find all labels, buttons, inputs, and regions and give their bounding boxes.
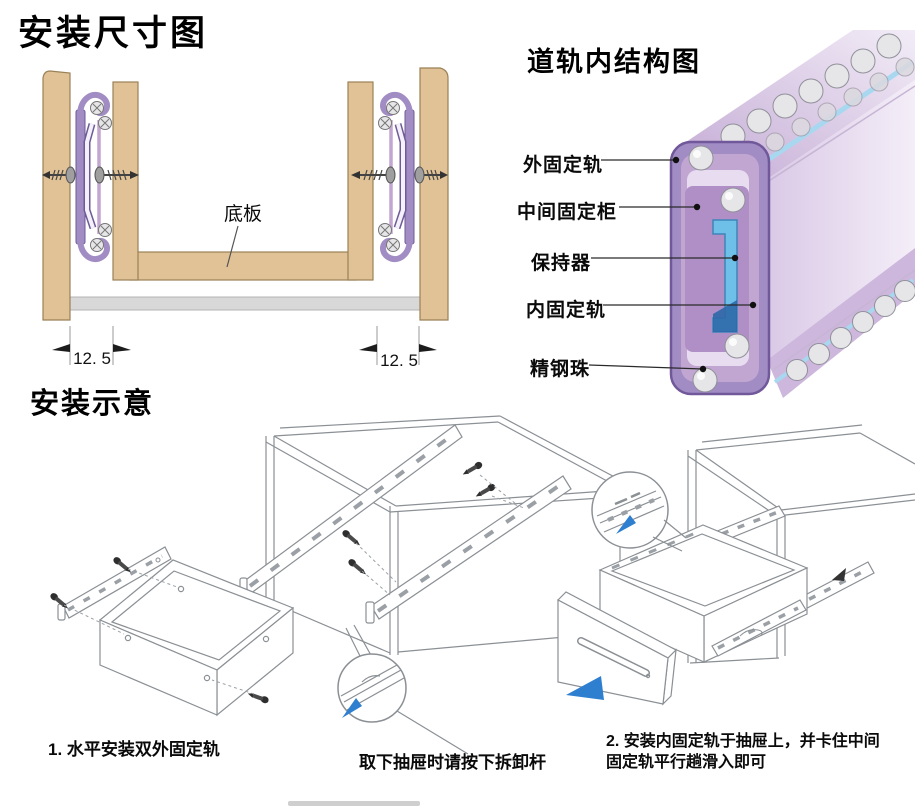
dimension-diagram-title: 安装尺寸图 bbox=[18, 14, 209, 53]
label-steel-ball: 精钢珠 bbox=[530, 359, 591, 380]
step2-caption: 2. 安装内固定轨于抽屉上，并卡住中间 固定轨平行趟滑入即可 bbox=[606, 731, 880, 773]
steel-ball-icon bbox=[90, 101, 112, 252]
slide-direction-arrow bbox=[566, 676, 604, 700]
magnifier-release-lever bbox=[337, 624, 469, 755]
inner-rail-floating bbox=[57, 546, 172, 621]
cabinet-side-right bbox=[419, 67, 449, 321]
screw-icon bbox=[42, 166, 76, 184]
release-lever-arrow bbox=[616, 515, 636, 534]
base-strip bbox=[69, 296, 421, 311]
structure-diagram-title: 道轨内结构图 bbox=[527, 47, 701, 77]
rail-cut-face bbox=[669, 140, 771, 396]
dimension-diagram: 底板 12. 5 12. 5 bbox=[42, 67, 460, 370]
step2-caption-line1: 2. 安装内固定轨于抽屉上，并卡住中间 bbox=[606, 733, 880, 750]
step1-caption: 1. 水平安装双外固定轨 bbox=[48, 740, 220, 759]
dimension-right: 12. 5 bbox=[359, 326, 437, 370]
step2-caption-line2: 固定轨平行趟滑入即可 bbox=[606, 754, 767, 771]
dimension-left: 12. 5 bbox=[52, 326, 131, 368]
lever-caption: 取下抽屉时请按下拆卸杆 bbox=[359, 753, 546, 772]
cropped-text-remnant bbox=[288, 801, 420, 806]
dim-value-right: 12. 5 bbox=[380, 351, 418, 370]
drawer-side-left bbox=[112, 81, 139, 281]
dim-value-left: 12. 5 bbox=[73, 349, 111, 368]
install-illustrations bbox=[48, 415, 915, 755]
install-diagram-title: 安装示意 bbox=[30, 388, 155, 420]
screw-guides bbox=[355, 474, 525, 596]
screw-icon bbox=[94, 166, 139, 184]
leader-lines bbox=[588, 159, 753, 370]
label-middle-fixed-rail: 中间固定柜 bbox=[517, 202, 618, 223]
small-arrow-icon bbox=[832, 568, 846, 581]
screw-icon bbox=[246, 690, 270, 705]
screw-icon bbox=[346, 557, 369, 577]
screw-icon bbox=[340, 528, 363, 548]
drawer-handle bbox=[577, 637, 651, 679]
steel-ball-row-top bbox=[720, 33, 915, 152]
cabinet-side-left bbox=[42, 70, 71, 321]
magnifier-rail-engagement bbox=[591, 471, 687, 552]
drawer-right bbox=[557, 524, 809, 706]
bottom-board bbox=[129, 251, 357, 281]
leader-dots bbox=[672, 156, 757, 373]
drawer-side-right bbox=[347, 81, 374, 281]
bottom-board-label: 底板 bbox=[224, 203, 262, 225]
screw-guides bbox=[63, 568, 255, 695]
label-inner-fixed-rail: 内固定轨 bbox=[526, 300, 607, 321]
rail-structure-diagram bbox=[588, 30, 915, 398]
slide-cross-section-left bbox=[42, 91, 139, 263]
release-lever-arrow bbox=[342, 698, 362, 718]
drawer-box-left bbox=[98, 559, 295, 717]
label-outer-fixed-rail: 外固定轨 bbox=[523, 155, 604, 176]
bottom-board-leader bbox=[226, 225, 239, 268]
outer-rail-floating bbox=[365, 475, 572, 624]
steel-ball-row-bottom bbox=[786, 280, 915, 381]
label-retainer: 保持器 bbox=[531, 253, 592, 274]
